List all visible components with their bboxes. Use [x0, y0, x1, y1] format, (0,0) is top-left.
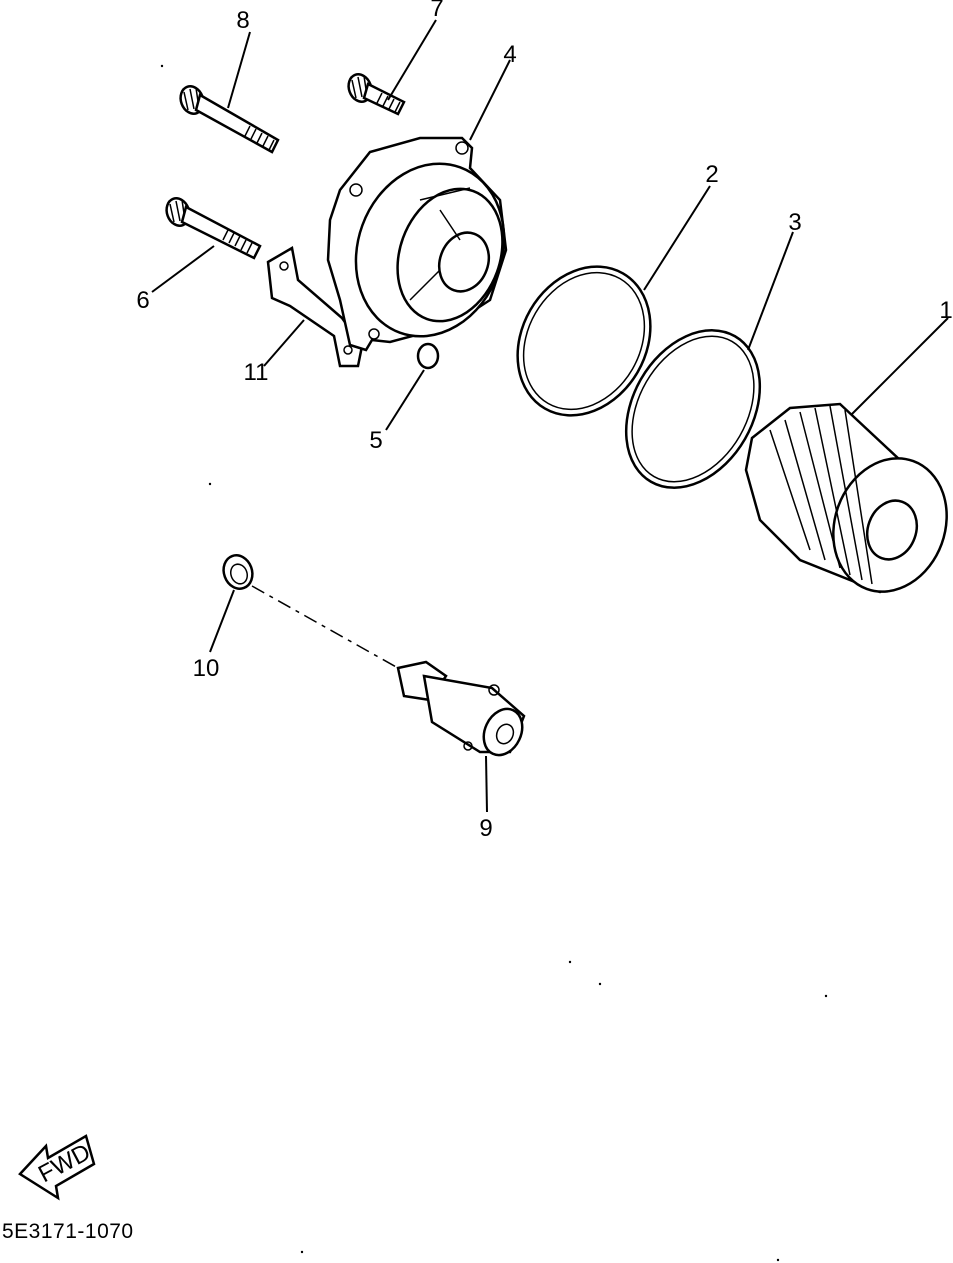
- oil-filter-element-1: [744, 402, 948, 594]
- o-ring-5: [416, 342, 440, 370]
- callout-5: 5: [369, 427, 382, 454]
- callout-10: 10: [193, 655, 220, 682]
- callout-9: 9: [479, 815, 492, 842]
- fwd-arrow-icon: FWD: [18, 1134, 96, 1201]
- callout-11: 11: [244, 359, 269, 386]
- callout-1: 1: [939, 297, 952, 324]
- callout-8: 8: [236, 7, 249, 34]
- washer-10: [222, 554, 254, 590]
- callout-3: 3: [788, 209, 801, 236]
- bolt-7: [347, 73, 406, 116]
- valve-assembly-9: [396, 660, 526, 757]
- oil-filter-cover-4: [326, 136, 508, 352]
- bolt-8: [179, 85, 280, 154]
- leader-lines: [151, 19, 949, 813]
- bracket-11: [266, 246, 364, 368]
- drawing-code: 5E3171-1070: [2, 1220, 134, 1243]
- callout-7: 7: [430, 0, 443, 22]
- bolt-6: [165, 197, 262, 260]
- scan-specks: [160, 64, 828, 1262]
- assembly-line: [251, 585, 399, 669]
- callout-2: 2: [705, 161, 718, 188]
- o-ring-2: [516, 265, 652, 417]
- callout-4: 4: [503, 41, 516, 68]
- o-ring-3: [624, 329, 762, 489]
- callout-6: 6: [136, 287, 149, 314]
